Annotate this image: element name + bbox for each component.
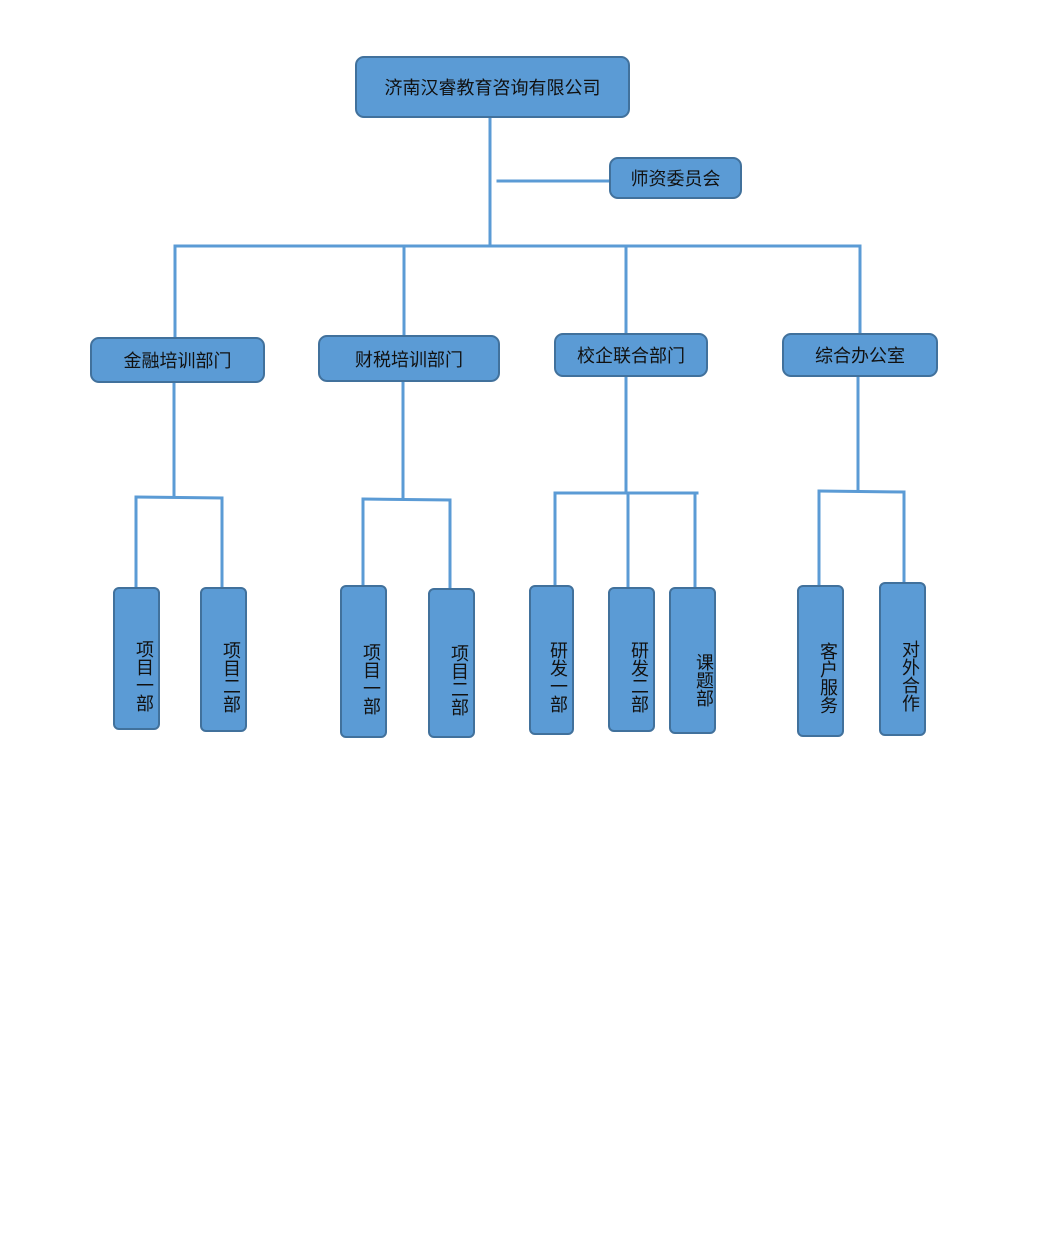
connector-dept2-bus bbox=[361, 497, 452, 502]
connector-dept1-bus bbox=[134, 495, 224, 500]
department-node-tax: 财税培训部门 bbox=[318, 335, 500, 382]
unit-label: 研发二部 bbox=[628, 640, 649, 713]
teacher-committee-node: 师资委员会 bbox=[609, 157, 742, 199]
unit-label: 研发一部 bbox=[547, 641, 568, 713]
department-label: 综合办公室 bbox=[815, 346, 905, 367]
department-node-finance: 金融培训部门 bbox=[90, 337, 265, 383]
unit-label: 项目一部 bbox=[360, 642, 381, 715]
department-label: 金融培训部门 bbox=[123, 351, 232, 372]
department-node-general-office: 综合办公室 bbox=[782, 333, 938, 377]
unit-node: 项目二部 bbox=[200, 587, 247, 732]
root-node-label: 济南汉睿教育咨询有限公司 bbox=[384, 78, 601, 99]
teacher-committee-label: 师资委员会 bbox=[630, 169, 721, 190]
connector-dept4-bus bbox=[817, 489, 906, 494]
unit-node: 对外合作 bbox=[879, 582, 926, 736]
unit-label: 客户服务 bbox=[817, 642, 838, 714]
unit-label: 项目一部 bbox=[133, 639, 154, 712]
department-node-school-enterprise: 校企联合部门 bbox=[554, 333, 708, 377]
unit-node: 项目一部 bbox=[113, 587, 160, 730]
unit-label: 课题部 bbox=[693, 652, 714, 707]
unit-label: 对外合作 bbox=[899, 640, 920, 712]
unit-node: 研发一部 bbox=[529, 585, 574, 735]
department-label: 校企联合部门 bbox=[577, 346, 685, 367]
root-node: 济南汉睿教育咨询有限公司 bbox=[355, 56, 630, 118]
unit-label: 项目二部 bbox=[448, 644, 469, 716]
unit-node: 研发二部 bbox=[608, 587, 655, 732]
unit-label: 项目二部 bbox=[220, 640, 241, 713]
unit-node: 客户服务 bbox=[797, 585, 844, 737]
unit-node: 项目二部 bbox=[428, 588, 475, 738]
unit-node: 课题部 bbox=[669, 587, 716, 734]
unit-node: 项目一部 bbox=[340, 585, 387, 738]
department-label: 财税培训部门 bbox=[355, 349, 463, 371]
